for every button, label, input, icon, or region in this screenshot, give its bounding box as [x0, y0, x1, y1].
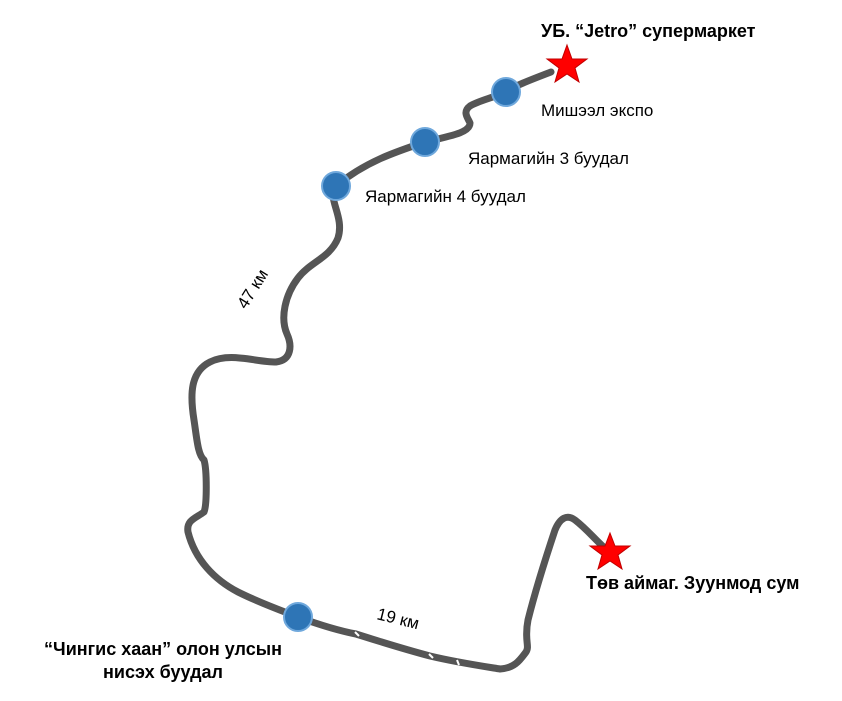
distance-label-19km: 19 км	[375, 604, 421, 633]
stop-marker-airport	[283, 602, 313, 632]
end-label: Төв аймаг. Зуунмод сум	[586, 573, 799, 593]
stop-label-yarmag-4: Яармагийн 4 буудал	[365, 187, 526, 206]
stop-label-mishel-expo: Мишээл экспо	[541, 101, 653, 120]
stop-label-yarmag-3: Яармагийн 3 буудал	[468, 149, 629, 168]
star-icon	[545, 43, 589, 84]
stop-label-airport-line1: “Чингис хаан” олон улсын	[44, 639, 282, 659]
stop-label-airport-line2: нисэх буудал	[103, 662, 223, 682]
stop-marker-yarmag-3	[410, 127, 440, 157]
star-icon	[588, 531, 632, 571]
start-label: УБ. “Jetro” супермаркет	[541, 21, 756, 41]
route-segment-gap	[456, 659, 460, 666]
route-segment-gap	[428, 653, 434, 659]
route-segment-gap	[354, 631, 360, 637]
stop-marker-yarmag-4	[321, 171, 351, 201]
stop-marker-mishel-expo	[491, 77, 521, 107]
distance-label-47km: 47 км	[233, 266, 272, 312]
